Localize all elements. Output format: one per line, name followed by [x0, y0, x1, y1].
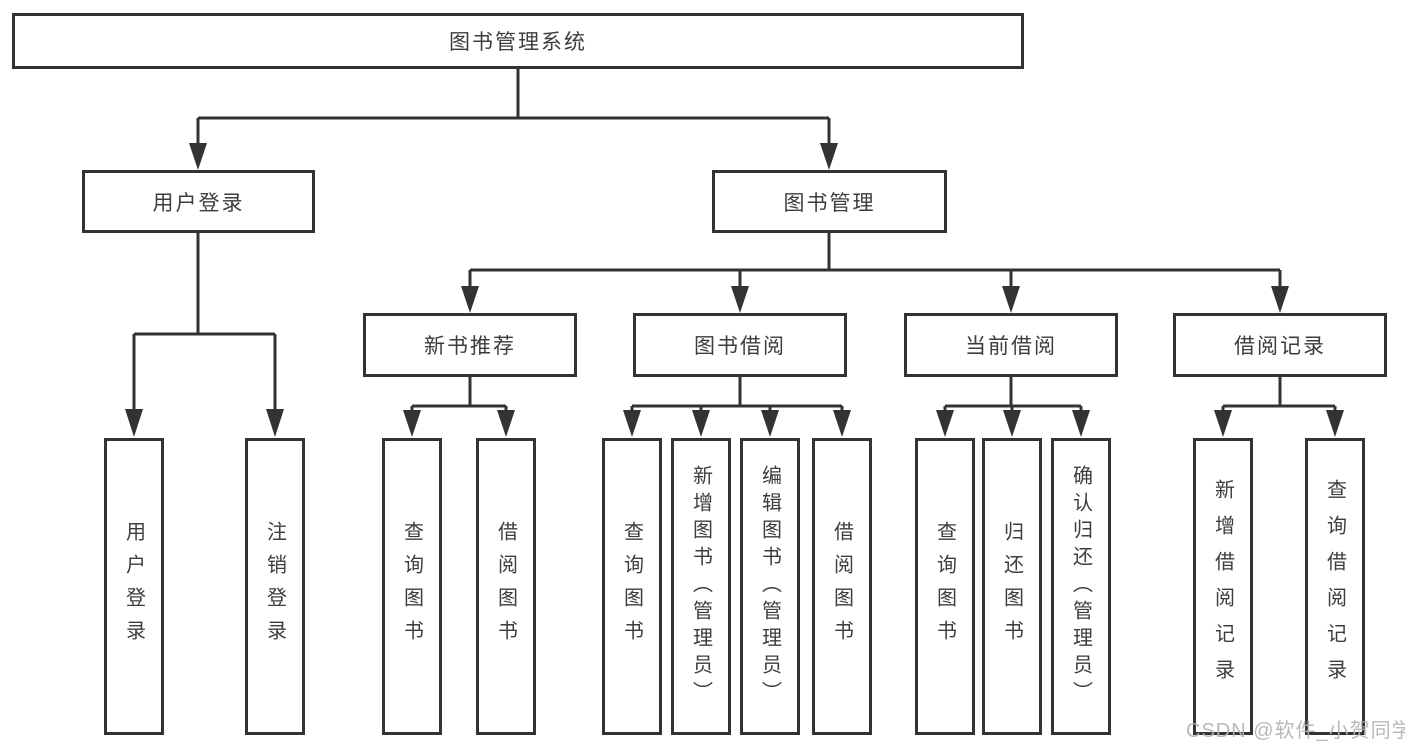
node-leaf-user-login: 用户登录 — [104, 438, 164, 735]
node-label: 图书管理 — [783, 191, 876, 215]
node-label: 编辑图书（管理员） — [758, 465, 781, 708]
node-leaf-query-books-borrowing: 查询图书 — [602, 438, 662, 735]
node-leaf-add-books-admin: 新增图书（管理员） — [671, 438, 731, 735]
node-label: 新书推荐 — [424, 335, 516, 358]
node-label: 注销登录 — [263, 520, 286, 653]
node-book-borrowing: 图书借阅 — [633, 313, 847, 377]
node-label: 用户登录 — [152, 191, 245, 215]
node-label: 借阅图书 — [830, 520, 853, 653]
node-label: 新增借阅记录 — [1211, 478, 1234, 695]
node-label: 查询图书 — [400, 520, 423, 653]
node-new-book-recommend: 新书推荐 — [363, 313, 577, 377]
node-borrowing-records: 借阅记录 — [1173, 313, 1387, 377]
node-leaf-edit-books-admin: 编辑图书（管理员） — [740, 438, 800, 735]
node-label: 查询借阅记录 — [1323, 478, 1346, 695]
node-leaf-return-books: 归还图书 — [982, 438, 1042, 735]
node-label: 借阅图书 — [494, 520, 517, 653]
node-label: 查询图书 — [620, 520, 643, 653]
node-label: 当前借阅 — [965, 335, 1057, 358]
node-label: 图书借阅 — [694, 335, 786, 358]
node-leaf-query-borrow-record: 查询借阅记录 — [1305, 438, 1365, 735]
node-leaf-query-books-recommend: 查询图书 — [382, 438, 442, 735]
node-leaf-borrow-books: 借阅图书 — [812, 438, 872, 735]
node-label: 确认归还（管理员） — [1069, 465, 1092, 708]
csdn-watermark: CSDN @软件_小贺同学 — [1186, 720, 1405, 742]
node-label: 用户登录 — [122, 520, 145, 653]
node-leaf-query-books-current: 查询图书 — [915, 438, 975, 735]
node-label: 借阅记录 — [1234, 335, 1326, 358]
node-leaf-add-borrow-record: 新增借阅记录 — [1193, 438, 1253, 735]
node-library-system: 图书管理系统 — [12, 13, 1024, 69]
node-label: 查询图书 — [933, 520, 956, 653]
node-label: 图书管理系统 — [449, 31, 587, 54]
node-leaf-logout: 注销登录 — [245, 438, 305, 735]
node-book-management: 图书管理 — [712, 170, 947, 233]
node-user-login: 用户登录 — [82, 170, 315, 233]
node-leaf-borrow-books-recommend: 借阅图书 — [476, 438, 536, 735]
node-label: 归还图书 — [1000, 520, 1023, 653]
node-current-borrowing: 当前借阅 — [904, 313, 1118, 377]
node-label: 新增图书（管理员） — [689, 465, 712, 708]
node-leaf-confirm-return-admin: 确认归还（管理员） — [1051, 438, 1111, 735]
